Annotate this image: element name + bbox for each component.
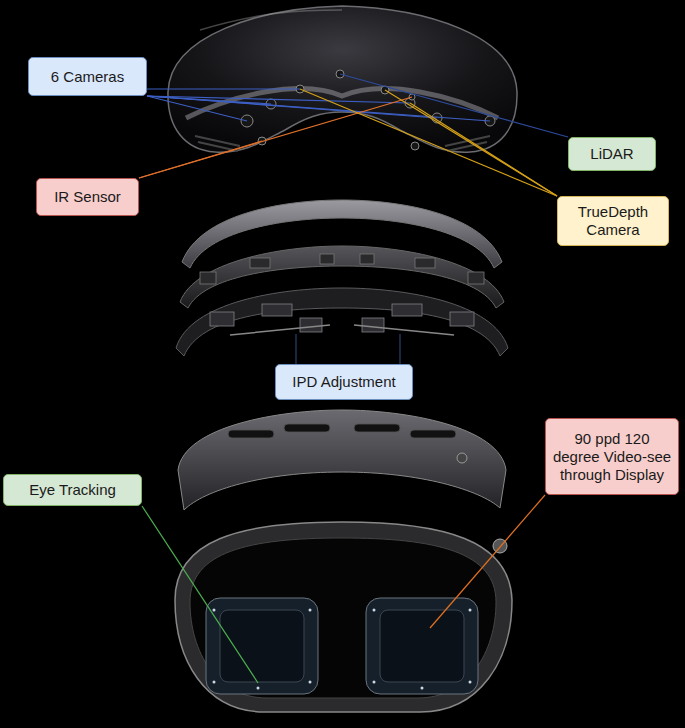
ipd-mechanism	[176, 288, 508, 356]
leader-line	[147, 88, 300, 89]
callout-box: IPD Adjustment	[275, 364, 413, 400]
callout-label: LiDAR	[590, 145, 633, 163]
front-glass	[168, 6, 517, 152]
leader-line	[295, 334, 296, 364]
leader-line	[399, 334, 400, 364]
leader-line	[430, 495, 545, 628]
callout-label: 90 ppd 120 degree Video-see through Disp…	[552, 430, 672, 484]
leader-line	[147, 96, 490, 121]
light-seal-cover	[178, 410, 506, 510]
leader-line	[139, 97, 412, 178]
leader-line	[300, 89, 557, 196]
callout-label: IR Sensor	[54, 188, 121, 206]
rear-view	[175, 522, 512, 712]
leader-line	[385, 90, 557, 196]
callout-box: LiDAR	[568, 137, 656, 171]
leader-line	[410, 103, 557, 196]
leader-line	[142, 506, 258, 683]
callout-box: IR Sensor	[36, 178, 139, 216]
callout-label: 6 Cameras	[51, 68, 124, 86]
callout-box: 6 Cameras	[28, 57, 147, 96]
callout-box: Eye Tracking	[3, 474, 142, 506]
callout-box: 90 ppd 120 degree Video-see through Disp…	[545, 418, 679, 495]
callout-label: IPD Adjustment	[292, 373, 395, 391]
leader-line	[340, 74, 568, 137]
callout-label: TrueDepth Camera	[564, 203, 662, 239]
callout-box: TrueDepth Camera	[557, 196, 669, 246]
callout-label: Eye Tracking	[29, 481, 116, 499]
